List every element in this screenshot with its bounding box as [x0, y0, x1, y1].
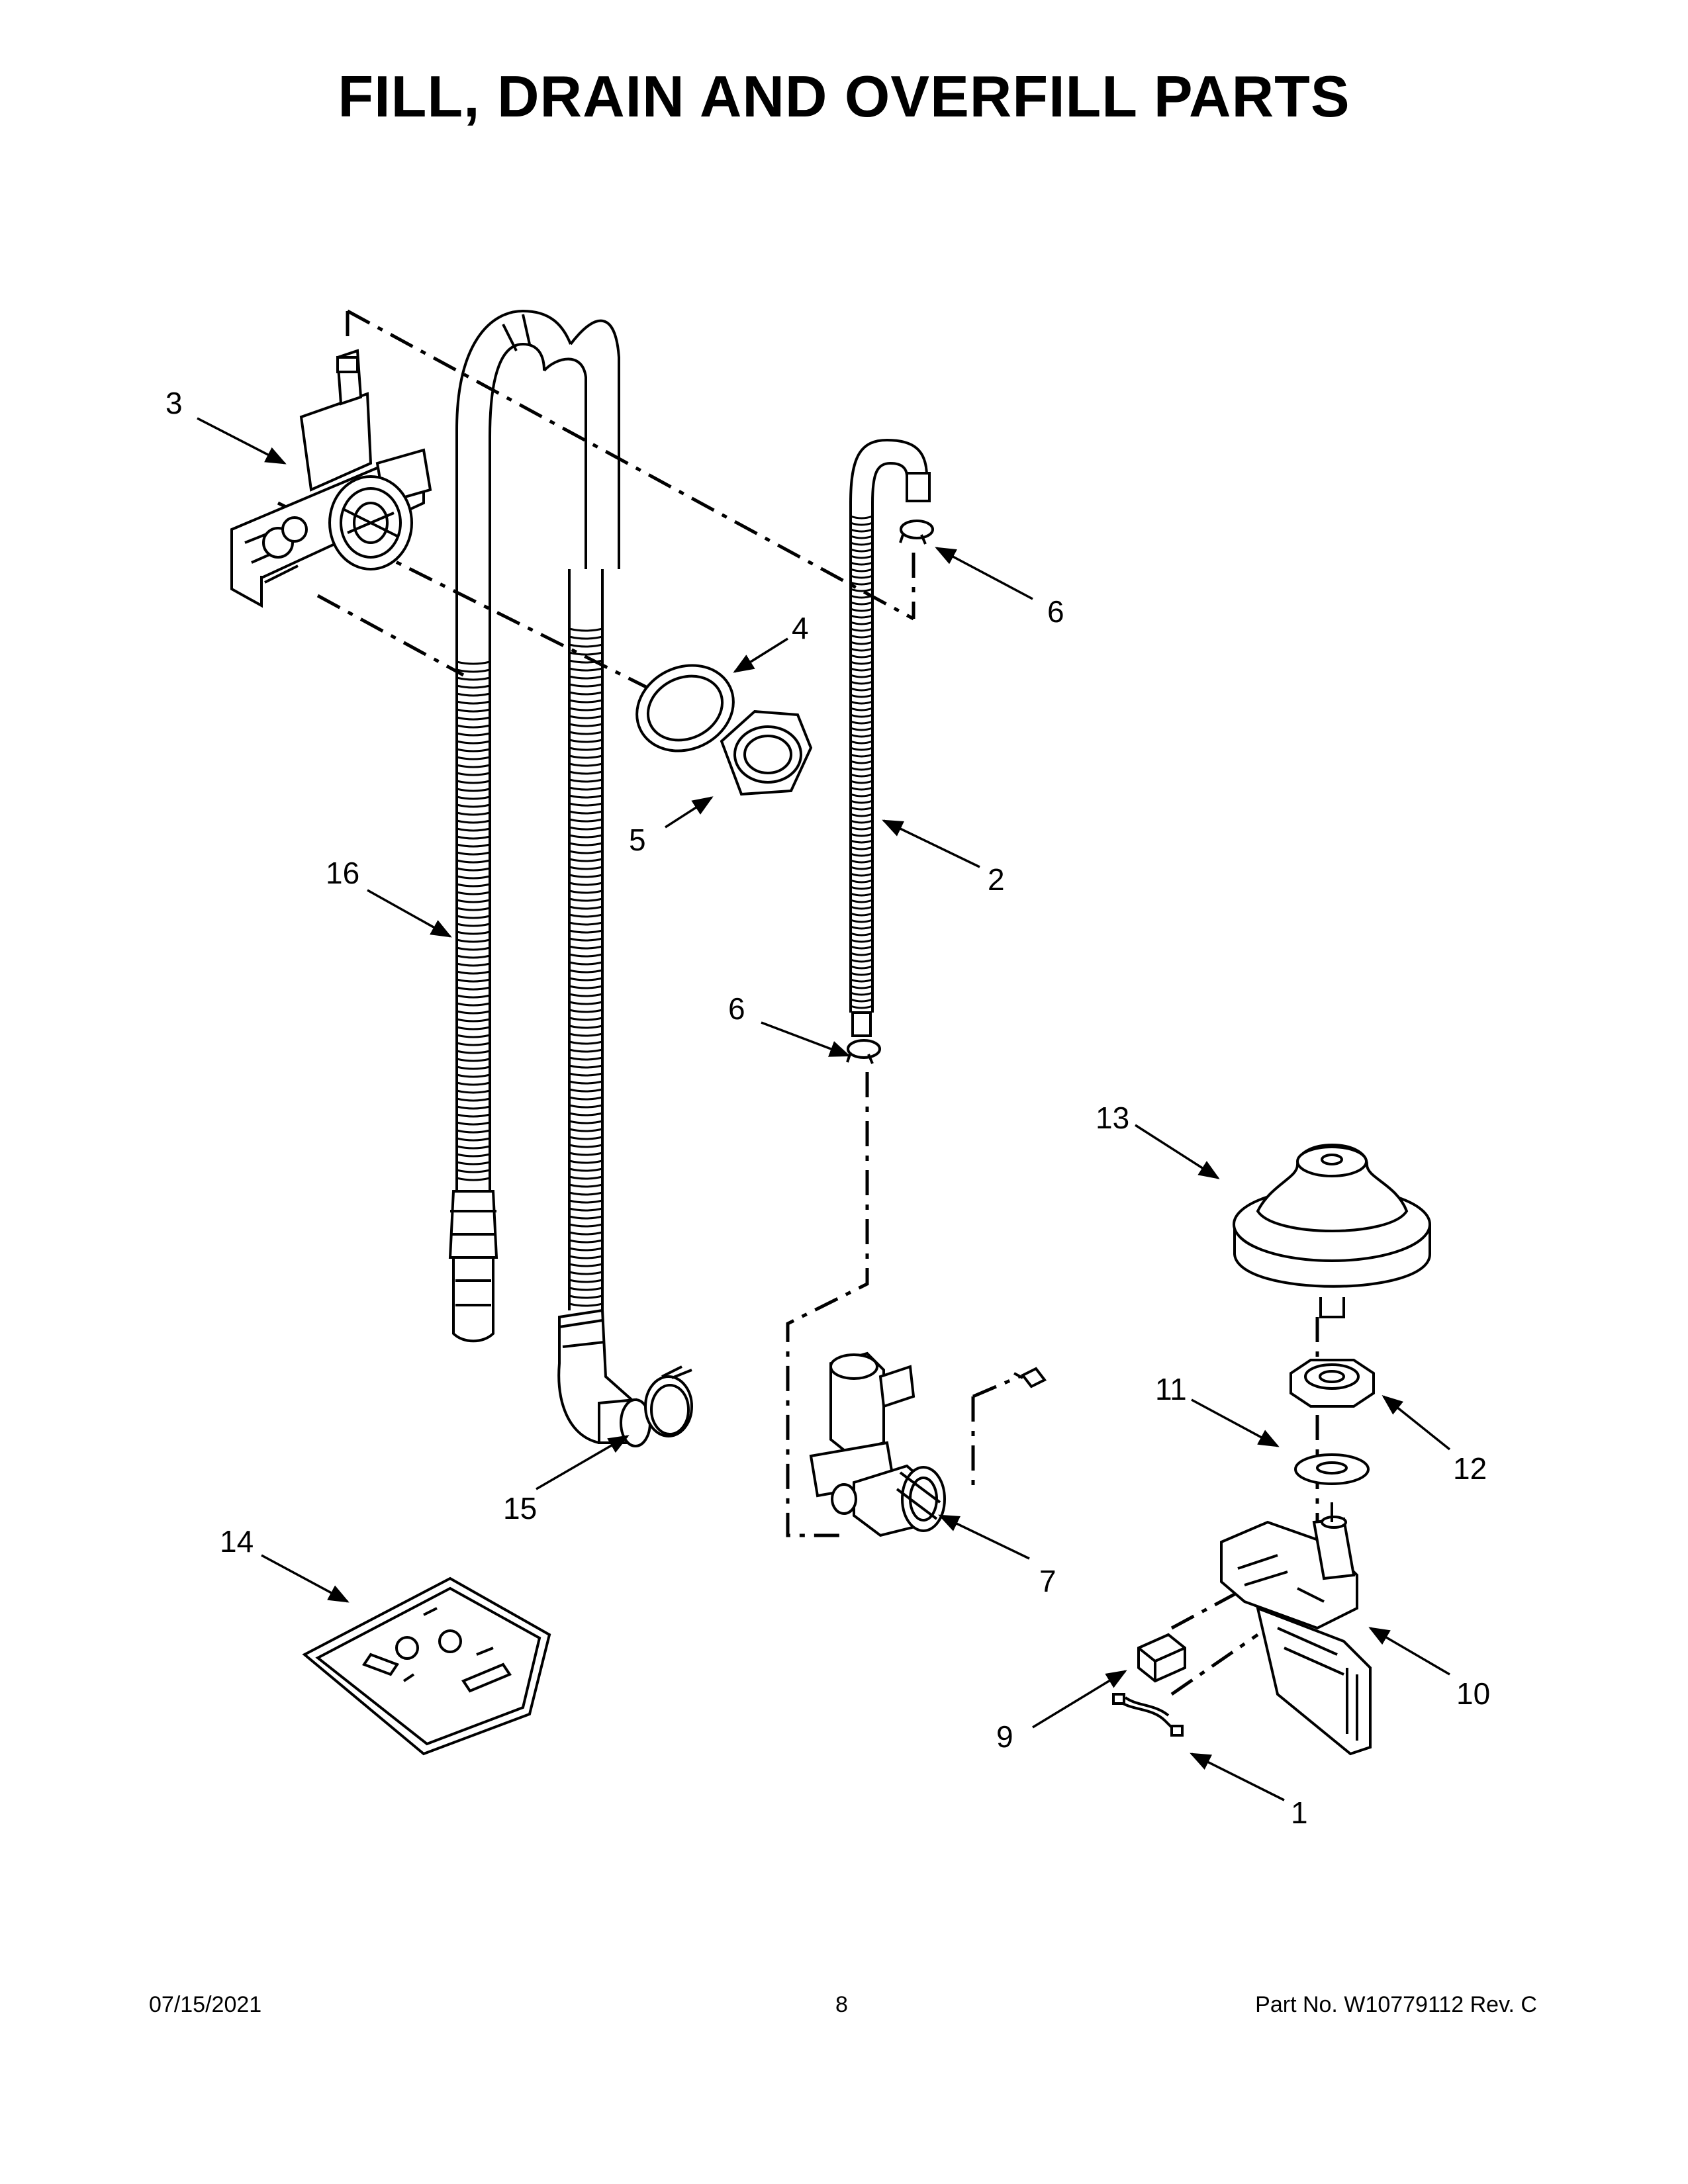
part-10-float-switch-bracket: [1220, 1502, 1372, 1756]
part-15-hose-clamp: [644, 1365, 693, 1437]
part-9-switch: [1137, 1633, 1186, 1683]
callout-11: 11: [1155, 1372, 1187, 1406]
callout-6-upper: 6: [1047, 594, 1064, 629]
part-1-wire-harness: [1112, 1693, 1184, 1737]
part-11-washer: [1294, 1453, 1370, 1485]
callout-2: 2: [988, 862, 1005, 897]
callout-6-lower: 6: [728, 991, 745, 1026]
callout-13: 13: [1096, 1101, 1129, 1135]
callout-10: 10: [1456, 1676, 1490, 1711]
part-6-clamp-upper: [899, 520, 934, 545]
part-3-air-gap-bracket: [230, 349, 432, 608]
valve-screw: [1013, 1367, 1047, 1388]
part-13-float: [1233, 1144, 1431, 1318]
part-14-parts-bag: [302, 1576, 551, 1756]
part-7-water-valve: [809, 1351, 946, 1537]
callout-12: 12: [1453, 1451, 1487, 1486]
footer-date: 07/15/2021: [149, 1992, 262, 2017]
callout-arrows: [197, 417, 1451, 1801]
callout-7: 7: [1039, 1564, 1056, 1598]
callout-1: 1: [1291, 1796, 1308, 1830]
callout-labels: 3 4 6 5 2 16 6 13 11 12 15 7 14 10 9 1: [165, 386, 1490, 1830]
part-12-float-nut: [1289, 1359, 1375, 1408]
callout-3: 3: [165, 386, 183, 420]
callout-9: 9: [996, 1719, 1013, 1754]
footer-part-number: Part No. W10779112 Rev. C: [1255, 1992, 1537, 2017]
callout-15: 15: [503, 1491, 537, 1525]
part-4-gasket: [635, 664, 735, 752]
part-6-clamp-lower: [846, 1039, 881, 1064]
callout-5: 5: [629, 823, 646, 857]
callout-16: 16: [326, 856, 359, 890]
page-title: FILL, DRAIN AND OVERFILL PARTS: [338, 64, 1350, 129]
part-2-fill-hose: [849, 438, 931, 1037]
callout-4: 4: [792, 611, 809, 645]
callout-14: 14: [220, 1524, 254, 1559]
part-16-drain-hose: [448, 309, 651, 1447]
footer-page-number: 8: [835, 1992, 848, 2017]
part-5-nut: [720, 709, 813, 796]
assembly-lines: [277, 309, 1319, 1696]
